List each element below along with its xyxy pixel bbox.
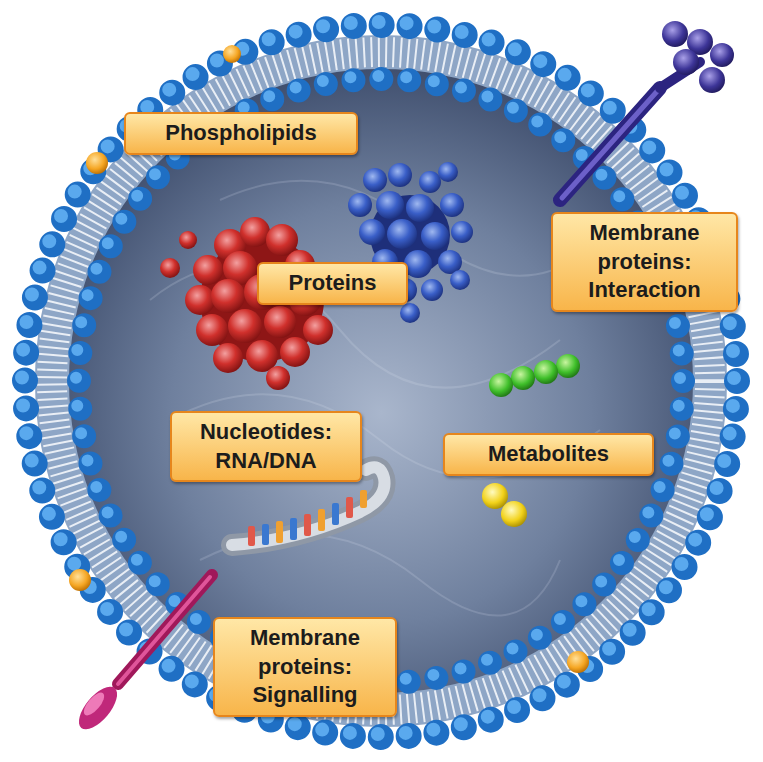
label-box: Metabolites xyxy=(443,433,654,476)
label-box: Nucleotides: RNA/DNA xyxy=(170,411,362,482)
label-text: Metabolites xyxy=(454,440,643,469)
cytoplasm-texture xyxy=(150,181,600,616)
yellow-metabolite xyxy=(482,483,527,527)
label-text: Membrane proteins: Interaction xyxy=(562,219,727,305)
orange-lipid xyxy=(223,45,241,63)
label-text: Proteins xyxy=(268,269,397,298)
label-text: Nucleotides: RNA/DNA xyxy=(181,418,351,475)
lipid-heads-inner-shine xyxy=(76,76,680,680)
membrane-core xyxy=(52,52,710,710)
lipid-heads-inner xyxy=(79,79,683,683)
label-text: Phospholipids xyxy=(135,119,347,148)
orange-lipid xyxy=(86,152,108,174)
lipid-heads-outer-shine xyxy=(22,22,734,734)
green-metabolite xyxy=(489,354,580,397)
label-box: Proteins xyxy=(257,262,408,305)
lipid-tails xyxy=(52,52,710,710)
label-box: Membrane proteins: Interaction xyxy=(551,212,738,312)
orange-lipid xyxy=(69,569,91,591)
interaction-protein xyxy=(560,21,734,200)
signalling-protein xyxy=(72,575,212,736)
label-box: Phospholipids xyxy=(124,112,358,155)
orange-lipid xyxy=(567,651,589,673)
label-box: Membrane proteins: Signalling xyxy=(213,617,397,717)
label-text: Membrane proteins: Signalling xyxy=(224,624,386,710)
